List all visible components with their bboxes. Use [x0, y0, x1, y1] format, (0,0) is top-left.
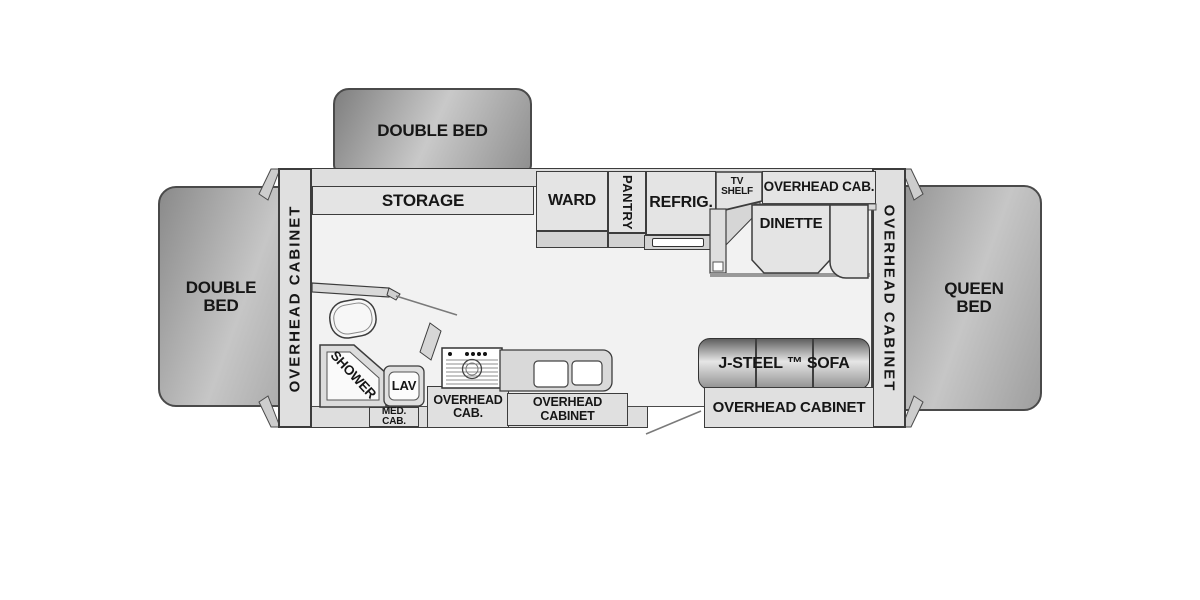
support-tab [258, 168, 281, 201]
dinette-table [751, 204, 831, 274]
sink-bowl-left [533, 360, 569, 388]
storage-cabinet [312, 186, 534, 215]
bathroom-wall [311, 282, 390, 298]
wardrobe-base [536, 231, 608, 248]
refrigerator-vent [652, 238, 704, 247]
medicine-cabinet [369, 407, 419, 427]
sink-overhead-cabinet [507, 393, 628, 426]
support-tab [901, 395, 924, 428]
dinette-side-panel-detail [712, 261, 724, 272]
entry-door-swing-line [645, 410, 702, 435]
sofa-cushion-divider [755, 339, 757, 389]
stove-grate [446, 359, 498, 385]
lavatory-basin [388, 371, 420, 401]
sofa-cushion-divider [812, 339, 814, 389]
bathroom-door-jamb [386, 287, 401, 301]
refrigerator [646, 171, 716, 235]
wardrobe [536, 171, 608, 231]
support-tab [901, 168, 924, 201]
bathroom-door-swing-line [395, 295, 458, 316]
stove-overhead-cab [427, 386, 509, 428]
shower-pan [326, 351, 380, 401]
pantry [608, 171, 646, 233]
left-overhead-cabinet [278, 168, 312, 428]
sofa [698, 338, 870, 390]
stove-burner [461, 358, 483, 380]
sink-bowl-right [571, 360, 603, 386]
stove-burner-inner [465, 362, 479, 376]
dinette-shadow [710, 273, 870, 277]
tv-shelf [715, 171, 763, 213]
dinette-overhead-cab [762, 171, 876, 204]
right-overhead-cabinet [872, 168, 906, 428]
wall-end-panel [419, 322, 442, 361]
front-double-bed [333, 88, 532, 173]
dinette-seat [829, 204, 869, 279]
stove-knobs [448, 352, 487, 356]
toilet [328, 298, 377, 339]
sofa-overhead-cabinet [704, 387, 874, 428]
